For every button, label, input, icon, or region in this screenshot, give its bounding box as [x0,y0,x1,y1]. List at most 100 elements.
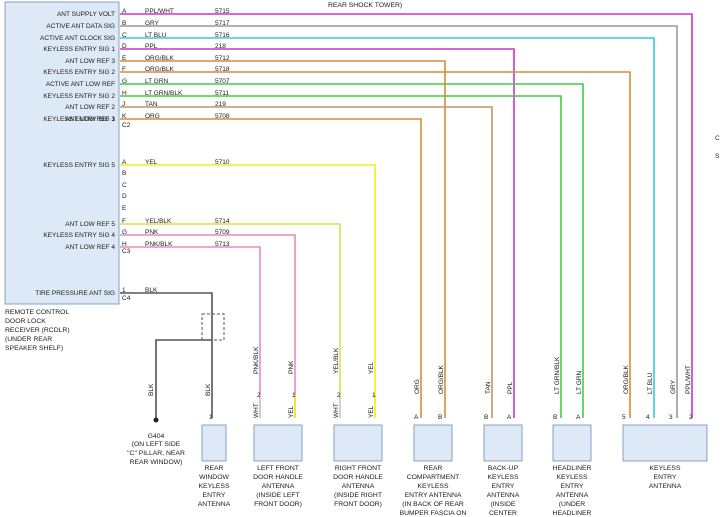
module-pin-label: H [122,90,127,97]
component-label-line: CENTER [489,510,517,517]
component-label-line: ANTENNA [556,492,589,499]
component-box [201,424,227,462]
module-signal-label: KEYLESS ENTRY SIG 2 [43,69,115,76]
ground-id: G404 [148,433,165,440]
component-rear-compartment: A B REAR COMPARTMENT KEYLESS ENTRY ANTEN… [400,414,467,517]
component-pin: 2 [689,414,693,421]
wire-label: BLK [205,383,212,396]
module-signal-label: ANT LOW REF 2 [65,104,115,111]
ground-line: (ON LEFT SIDE [132,441,181,448]
wire-org-blk-ke [120,71,631,418]
module-circuit-number: 5715 [215,8,230,15]
wire-pnk-lf [120,234,296,418]
component-left-front-door: 2 1 LEFT FRONT DOOR HANDLE ANTENNA (INSI… [253,392,303,508]
component-label-line: FRONT DOOR) [254,501,302,508]
wire-group [120,13,693,418]
module-circuit-number: 219 [215,101,226,108]
component-pin: A [576,414,581,421]
wire-label: WHT [333,403,340,418]
component-box [552,424,592,462]
module-circuit-number: 5707 [215,78,230,85]
wire-org-blk-rear [120,60,446,418]
component-label-line: BACK-UP [488,465,519,472]
ground-label: G404 (ON LEFT SIDE "C" PILLAR, NEAR REAR… [127,433,185,466]
component-headliner: B A HEADLINER KEYLESS ENTRY ANTENNA (UND… [553,414,592,517]
module-circuit-number: 5717 [215,20,230,27]
wire-blk-ground [155,339,212,418]
component-label-line: (INSIDE LEFT [256,492,299,499]
component-label-line: ANTENNA [649,483,682,490]
module-signal-label: ANT LOW REF 4 [65,244,115,251]
module-pin-label: F [122,66,126,73]
wire-blk-rear [120,292,213,418]
wire-label: BLK [148,383,155,396]
module-name-line: RECEIVER (RCDLR) [5,327,70,334]
ground-symbol-icon [153,417,159,423]
component-label-line: ANTENNA [342,483,375,490]
module-circuit-number: 5718 [215,66,230,73]
module-wire-color: LT BLU [145,32,167,39]
module-wire-color: LT GRN/BLK [145,90,183,97]
component-label-line: BUMPER FASCIA ON [400,510,467,517]
vertical-wire-labels: BLK BLK PNK/BLK PNK WHT YEL YEL/BLK YEL … [148,346,692,418]
component-pin: 1 [372,392,376,399]
module-circuit-number: 5710 [215,159,230,166]
module-circuit-number: 5709 [215,229,230,236]
module-wire-color: TAN [145,101,158,108]
wire-tan [120,106,493,418]
module-signal-labels: ANT SUPPLY VOLT ACTIVE ANT DATA SIG ACTIVE… [35,11,115,297]
component-label-line: REAR [424,465,443,472]
component-label-line: ANTENNA [487,492,520,499]
module-signal-label: TIRE PRESSURE ANT SIG [35,290,115,297]
module-signal-label: ANT LOW REF 5 [65,221,115,228]
module-pin-label: C [122,182,127,189]
module-signal-label: ANT SUPPLY VOLT [57,11,115,18]
module-wire-color: ORG/BLK [145,55,175,62]
module-pin-label: A [122,8,127,15]
component-keyless-entry-antenna: 5 4 3 2 KEYLESS ENTRY ANTENNA [622,414,708,490]
module-wire-color: PPL [145,43,158,50]
component-label-line: REAR [205,465,224,472]
component-label-line: (INSIDE RIGHT [334,492,382,499]
module-pin-label: J [122,101,125,108]
module-pin-label: G [122,229,127,236]
wire-label: PNK [288,360,295,374]
wire-label: GRY [670,379,677,394]
wire-label: YEL [368,361,375,374]
wire-gry [120,25,678,418]
ground-line: "C" PILLAR, NEAR [127,450,185,457]
wire-label: ORG/BLK [438,364,445,394]
module-pin-label: G [122,78,127,85]
wire-label: YEL [368,405,375,418]
edge-fragment: S [715,153,720,160]
module-signal-label: ACTIVE ANT LOW REF [46,81,115,88]
module-wire-color: ORG [145,113,160,120]
module-wire-color: BLK [145,287,158,294]
module-wire-color: PNK [145,229,159,236]
wire-label: WHT [253,403,260,418]
module-pin-label: H [122,241,127,248]
module-circuit-number: 5711 [215,90,229,97]
wire-org [120,118,422,418]
wire-lt-blu [120,37,655,418]
component-box [413,424,453,462]
connector-c2-label: C2 [122,122,131,129]
component-pin: 1 [209,414,213,421]
component-label-line: ANTENNA [198,501,231,508]
module-signal-label: ANT LOW REF 1 [65,116,115,123]
component-label-line: (UNDER [559,501,586,508]
wire-overlays [259,395,376,418]
module-signal-label: ANT LOW REF 3 [65,58,115,65]
module-name-line: REMOTE CONTROL [5,309,69,316]
wire-yel-blk-rf [120,223,341,418]
module-signal-label: KEYLESS ENTRY SIG 2 [43,93,115,100]
module-signal-label: ACTIVE ANT DATA SIG [46,23,115,30]
module-wire-color: PNK/BLK [145,241,173,248]
module-name-line: (UNDER REAR [5,336,52,343]
component-pin: A [507,414,512,421]
module-pin-label: D [122,193,127,200]
component-label-line: KEYLESS [557,474,588,481]
component-label-line: KEYLESS [199,483,230,490]
module-circuit-number: 5708 [215,113,230,120]
